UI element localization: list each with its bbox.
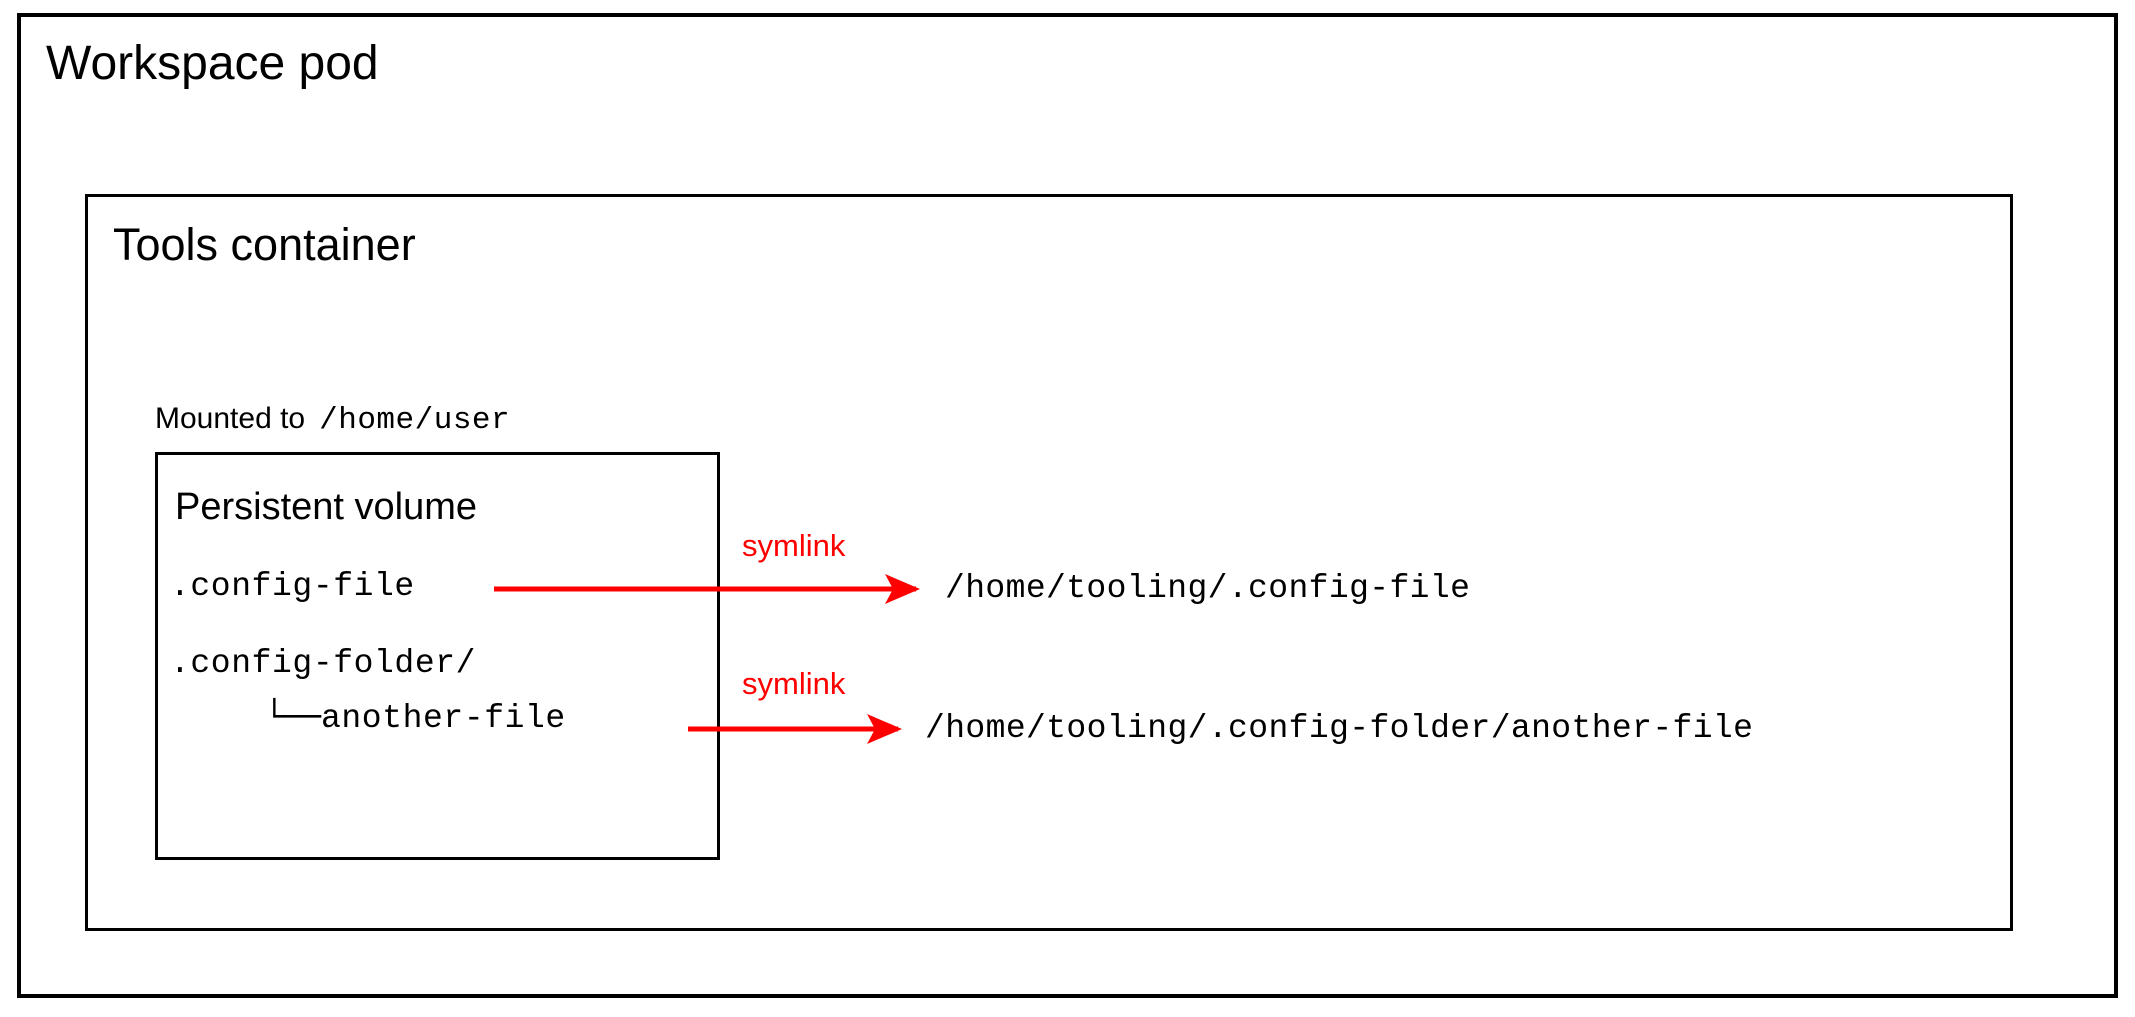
tools-container-title: Tools container	[113, 219, 416, 270]
workspace-pod-title: Workspace pod	[46, 37, 379, 90]
symlink-target-another-file: /home/tooling/.config-folder/another-fil…	[925, 710, 1754, 747]
workspace-pod-box	[17, 13, 2118, 998]
volume-entry-another-file-label: another-file	[321, 700, 566, 737]
mount-label: Mounted to/home/user	[155, 402, 511, 438]
symlink-target-config-file: /home/tooling/.config-file	[945, 570, 1471, 607]
volume-entry-config-folder: .config-folder/	[170, 645, 477, 682]
tools-container-box	[85, 194, 2013, 931]
volume-entry-another-file: └──another-file	[265, 699, 566, 737]
persistent-volume-box	[155, 452, 720, 860]
persistent-volume-title: Persistent volume	[175, 486, 478, 528]
symlink-label-1: symlink	[742, 528, 846, 563]
symlink-label-2: symlink	[742, 666, 846, 701]
mount-label-text: Mounted to	[155, 402, 306, 435]
mount-path-text: /home/user	[319, 403, 511, 438]
tree-branch-icon: └──	[265, 699, 321, 735]
volume-entry-config-file: .config-file	[170, 568, 415, 605]
